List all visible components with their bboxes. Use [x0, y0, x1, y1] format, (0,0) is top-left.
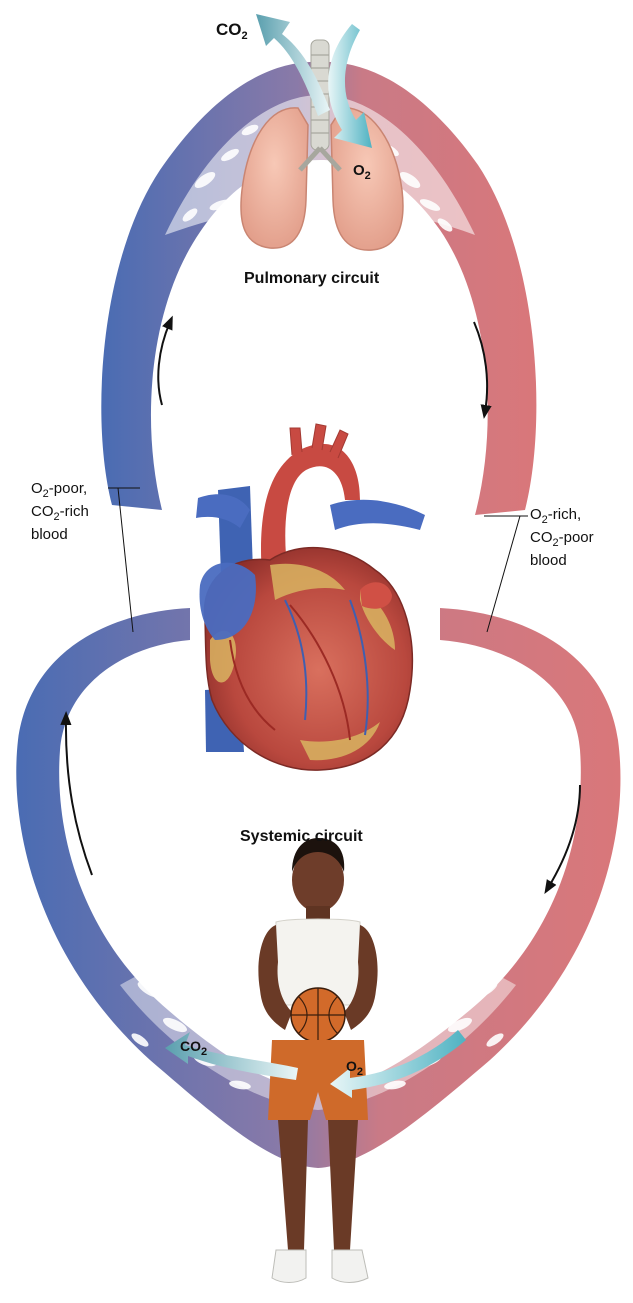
pulmonary-up-arrow [158, 322, 170, 405]
systemic-up-arrow [66, 718, 92, 875]
oxygen-rich-blood-label: O2-rich, CO2-poor blood [530, 506, 594, 570]
athlete-shoes [272, 1250, 368, 1283]
oxygen-poor-blood-label: O2-poor, CO2-rich blood [31, 480, 89, 544]
pulmonary-circuit-label: Pulmonary circuit [244, 270, 379, 288]
pulmonary-vessel-right [330, 500, 425, 530]
heart-illustration [196, 424, 425, 770]
tissue-o2-label: O2 [346, 1058, 363, 1078]
lung-o2-label: O2 [353, 162, 371, 182]
lung-co2-label: CO2 [216, 20, 248, 42]
tissue-co2-label: CO2 [180, 1038, 207, 1058]
lungs-illustration [241, 40, 403, 250]
systemic-circuit-label: Systemic circuit [240, 828, 363, 846]
